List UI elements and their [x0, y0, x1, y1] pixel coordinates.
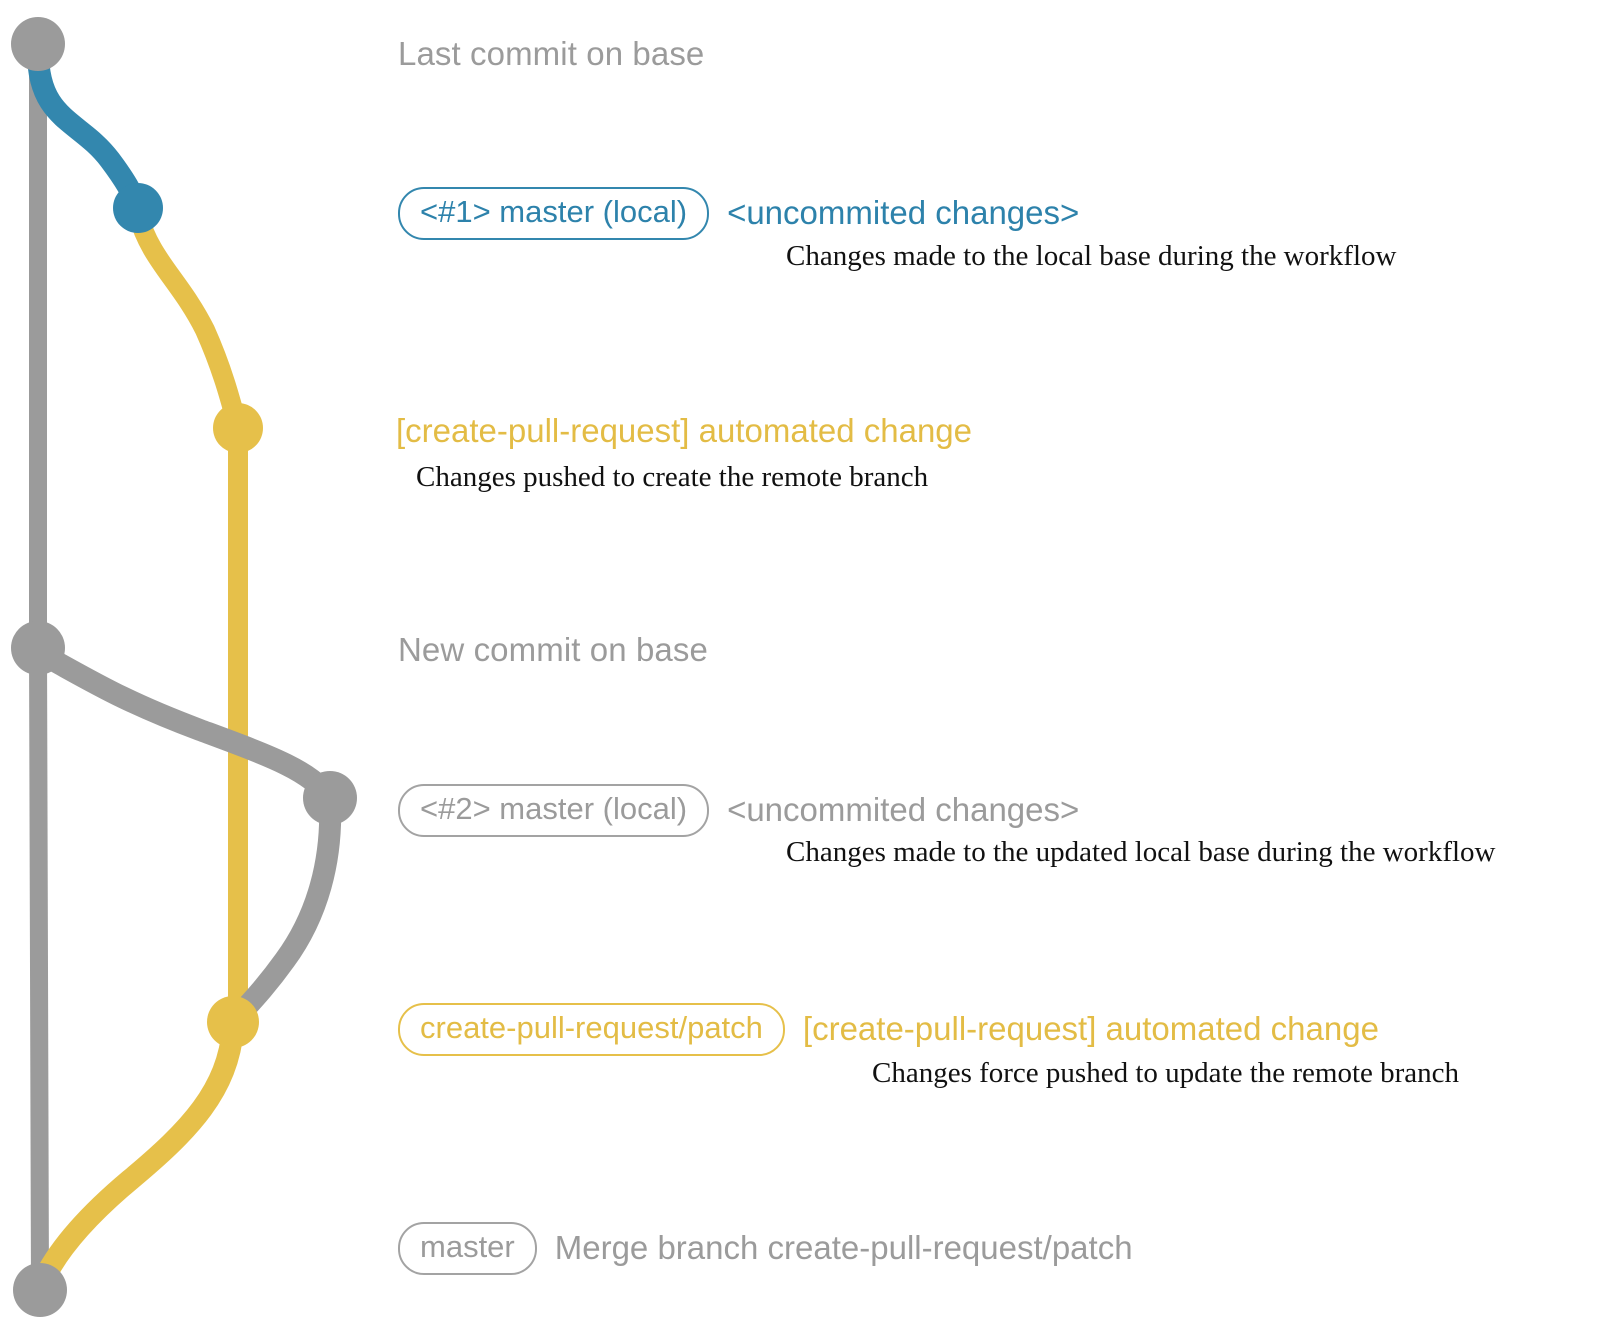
- node-new-commit-on-base: [11, 621, 65, 675]
- heading-new-commit-on-base: New commit on base: [398, 631, 708, 668]
- node-master-local-1: [113, 183, 163, 233]
- subject-master-local-1: <uncommited changes>: [727, 194, 1080, 232]
- row-merge-commit: master Merge branch create-pull-request/…: [398, 1222, 1133, 1275]
- description-master-local-1: Changes made to the local base during th…: [786, 240, 1397, 272]
- edge-base-to-local-2: [27, 641, 341, 809]
- badge-create-pull-request-patch[interactable]: create-pull-request/patch: [398, 1003, 785, 1056]
- node-master-local-2: [303, 771, 357, 825]
- edge-local-1-to-patch-1: [128, 204, 248, 438]
- row-automated-change-1: [create-pull-request] automated change: [396, 412, 972, 450]
- badge-master[interactable]: master: [398, 1222, 537, 1275]
- subject-automated-change-2: [create-pull-request] automated change: [802, 1010, 1379, 1048]
- subject-automated-change-1: [create-pull-request] automated change: [396, 412, 973, 449]
- commit-graph: [11, 17, 357, 1317]
- badge-master-local-1[interactable]: <#1> master (local): [398, 187, 710, 240]
- row-automated-change-2: create-pull-request/patch [create-pull-r…: [398, 1003, 1379, 1056]
- heading-last-commit-on-base: Last commit on base: [398, 35, 705, 72]
- description-automated-change-1: Changes pushed to create the remote bran…: [416, 461, 929, 493]
- subject-master-local-2: <uncommited changes>: [727, 791, 1080, 829]
- node-last-commit-on-base: [11, 17, 65, 71]
- node-merge-commit: [13, 1263, 67, 1317]
- row-new-commit-on-base: New commit on base: [398, 631, 708, 669]
- row-master-local-2: <#2> master (local) <uncommited changes>: [398, 784, 1079, 837]
- edge-patch-2-to-merge: [29, 1017, 244, 1299]
- badge-master-local-2[interactable]: <#2> master (local): [398, 784, 710, 837]
- row-master-local-1: <#1> master (local) <uncommited changes>: [398, 187, 1079, 240]
- node-automated-change-1: [213, 403, 263, 453]
- edge-base-to-local-1: [27, 41, 149, 219]
- row-last-commit-on-base: Last commit on base: [398, 35, 704, 73]
- description-master-local-2: Changes made to the updated local base d…: [786, 836, 1496, 868]
- subject-merge-commit: Merge branch create-pull-request/patch: [554, 1229, 1133, 1267]
- description-automated-change-2: Changes force pushed to update the remot…: [872, 1057, 1460, 1089]
- node-automated-change-2: [207, 996, 259, 1048]
